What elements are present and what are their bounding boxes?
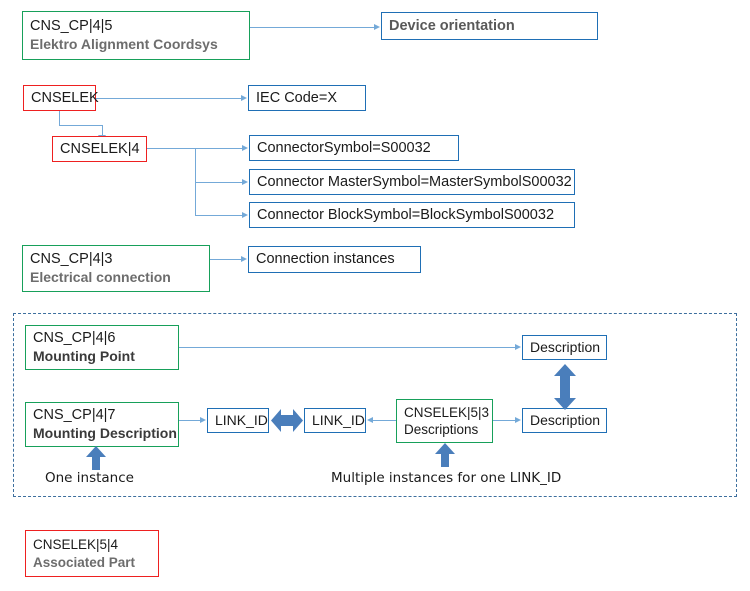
arrow-branch-master-symbol — [242, 178, 248, 185]
node-label: LINK_ID — [215, 411, 268, 428]
node-label: Descriptions — [404, 422, 479, 437]
arrow-branch-connector-symbol — [242, 144, 248, 151]
node-label: Description — [530, 411, 601, 428]
node-id: CNSELEK|4 — [60, 140, 140, 157]
connector-cnselek4-spine — [195, 148, 196, 215]
node-connection-instances[interactable]: Connection instances — [248, 246, 421, 273]
double-arrow-vertical-descriptions — [554, 364, 576, 410]
caption-multiple-instances: Multiple instances for one LINK_ID — [331, 470, 562, 486]
arrow-branch-block-symbol — [242, 211, 248, 218]
node-label: Mounting Description — [33, 425, 177, 442]
mounting-group-region — [13, 313, 737, 497]
node-label: Connector BlockSymbol=BlockSymbolS00032 — [257, 206, 555, 223]
node-label: ConnectorSymbol=S00032 — [257, 139, 431, 156]
connector-descriptions-to-description-bottom — [493, 420, 516, 421]
node-associated-part[interactable]: CNSELEK|5|4 Associated Part — [25, 530, 159, 577]
node-connector-symbol[interactable]: ConnectorSymbol=S00032 — [249, 135, 459, 161]
node-cnselek[interactable]: CNSELEK — [23, 85, 99, 111]
connector-cnselek-elbow-down2 — [102, 125, 103, 136]
connector-cnselek4-trunk — [147, 148, 196, 149]
node-mounting-description[interactable]: CNS_CP|4|7 Mounting Description — [25, 402, 179, 447]
node-label: Connector MasterSymbol=MasterSymbolS0003… — [257, 173, 572, 190]
node-mounting-point[interactable]: CNS_CP|4|6 Mounting Point — [25, 325, 179, 370]
node-id: CNSELEK|5|3 — [404, 404, 490, 420]
block-arrow-one-instance — [86, 446, 106, 470]
node-link-id-left[interactable]: LINK_ID — [207, 408, 269, 433]
node-id: CNS_CP|4|5 — [30, 17, 113, 34]
arrow-coordsys-to-orientation — [374, 23, 380, 30]
connector-cnselek-to-iec — [96, 98, 242, 99]
node-label: Electrical connection — [30, 269, 171, 286]
connector-cnselek-elbow-across — [59, 125, 103, 126]
node-id: CNS_CP|4|6 — [33, 329, 116, 346]
arrow-cnselek-to-iec — [241, 94, 247, 101]
arrow-descriptions-to-linkid — [367, 416, 373, 423]
node-label: Mounting Point — [33, 348, 135, 365]
connector-descriptions-to-linkid — [373, 420, 398, 421]
node-iec-code[interactable]: IEC Code=X — [248, 85, 366, 111]
arrow-electrical-to-instances — [241, 255, 247, 262]
node-label: Device orientation — [389, 17, 515, 34]
node-device-orientation[interactable]: Device orientation — [381, 12, 598, 40]
node-label: Description — [530, 338, 601, 355]
node-id: CNSELEK — [31, 89, 99, 106]
node-label: Connection instances — [256, 251, 395, 268]
connector-branch-master-symbol — [195, 182, 243, 183]
node-id: CNSELEK|5|4 — [33, 536, 119, 552]
node-label: Associated Part — [33, 555, 136, 570]
node-electrical-connection[interactable]: CNS_CP|4|3 Electrical connection — [22, 245, 210, 292]
connector-coordsys-to-orientation — [250, 27, 375, 28]
node-link-id-right[interactable]: LINK_ID — [304, 408, 366, 433]
connector-mountingpoint-to-description — [179, 347, 516, 348]
node-description-top[interactable]: Description — [522, 335, 607, 360]
connector-electrical-to-instances — [210, 259, 242, 260]
node-label: IEC Code=X — [256, 89, 338, 106]
node-connector-master-symbol[interactable]: Connector MasterSymbol=MasterSymbolS0003… — [249, 169, 575, 195]
arrow-descriptions-to-description-bottom — [515, 416, 521, 423]
node-cnselek-4[interactable]: CNSELEK|4 — [52, 136, 147, 162]
block-arrow-multiple-instances — [435, 443, 455, 467]
node-label: Elektro Alignment Coordsys — [30, 36, 218, 53]
connector-branch-block-symbol — [195, 215, 243, 216]
double-arrow-horizontal-linkid — [271, 409, 303, 432]
node-alignment-coordsys[interactable]: CNS_CP|4|5 Elektro Alignment Coordsys — [22, 11, 250, 60]
node-descriptions[interactable]: CNSELEK|5|3 Descriptions — [396, 399, 493, 443]
connector-branch-connector-symbol — [195, 148, 243, 149]
connector-mountingdesc-to-linkid — [179, 420, 201, 421]
arrow-mountingdesc-to-linkid — [200, 416, 206, 423]
arrow-mountingpoint-to-description — [515, 343, 521, 350]
connector-cnselek-elbow-down1 — [59, 111, 60, 125]
node-connector-block-symbol[interactable]: Connector BlockSymbol=BlockSymbolS00032 — [249, 202, 575, 228]
node-id: CNS_CP|4|3 — [30, 250, 113, 267]
node-label: LINK_ID — [312, 411, 365, 428]
caption-one-instance: One instance — [45, 470, 134, 486]
node-description-bottom[interactable]: Description — [522, 408, 607, 433]
node-id: CNS_CP|4|7 — [33, 406, 116, 423]
